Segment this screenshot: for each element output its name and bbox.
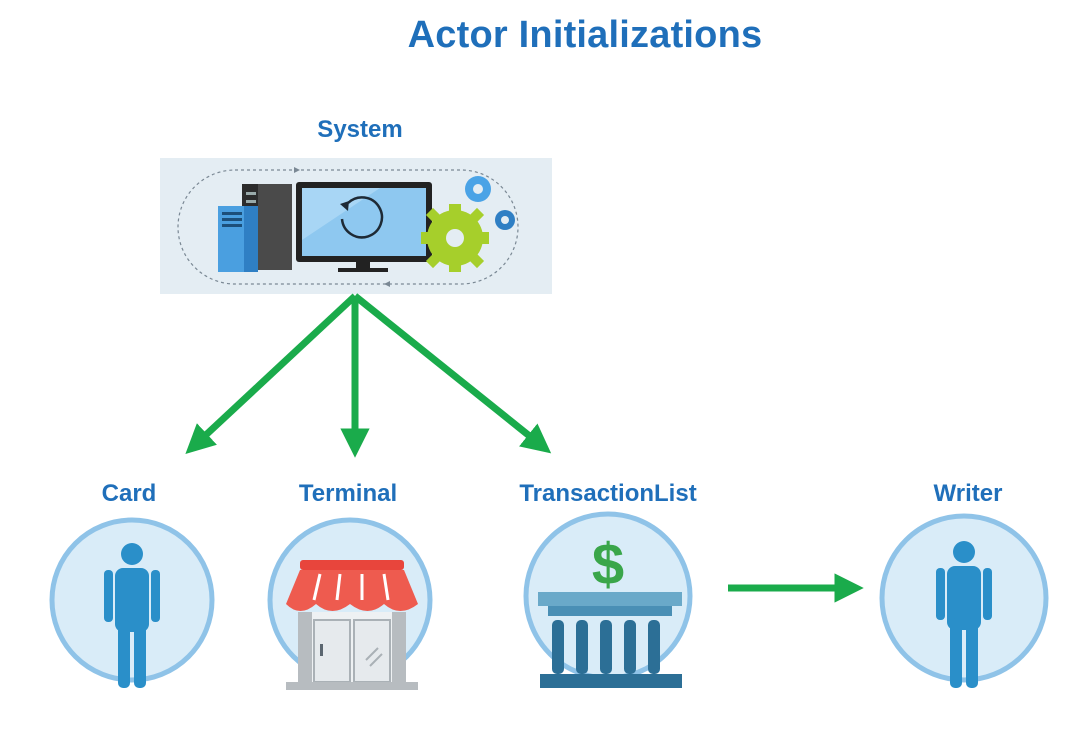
system-node (160, 158, 552, 294)
person-icon (104, 543, 160, 688)
page-title: Actor Initializations (407, 14, 763, 56)
monitor-icon (296, 182, 432, 272)
terminal-node (267, 517, 433, 690)
arrow-system-to-transaction-list (352, 293, 552, 454)
terminal-label: Terminal (298, 480, 398, 507)
person-icon (936, 541, 992, 688)
writer-label: Writer (933, 480, 1003, 507)
dollar-sign-icon: $ (592, 532, 624, 597)
transaction-list-node: $ (523, 511, 693, 688)
system-label: System (317, 116, 403, 143)
card-node (49, 517, 215, 688)
cycle-loop (177, 169, 519, 285)
server-tower-icon (218, 184, 292, 272)
writer-node (879, 513, 1049, 688)
arrow-system-to-card (185, 293, 358, 455)
card-label: Card (101, 480, 157, 507)
gear-icon (421, 204, 489, 272)
transaction-list-label: TransactionList (519, 480, 697, 507)
bank-dollar-icon: $ (538, 532, 682, 688)
storefront-icon (286, 560, 418, 690)
small-gear-icon (465, 176, 515, 230)
arrows (185, 293, 864, 603)
